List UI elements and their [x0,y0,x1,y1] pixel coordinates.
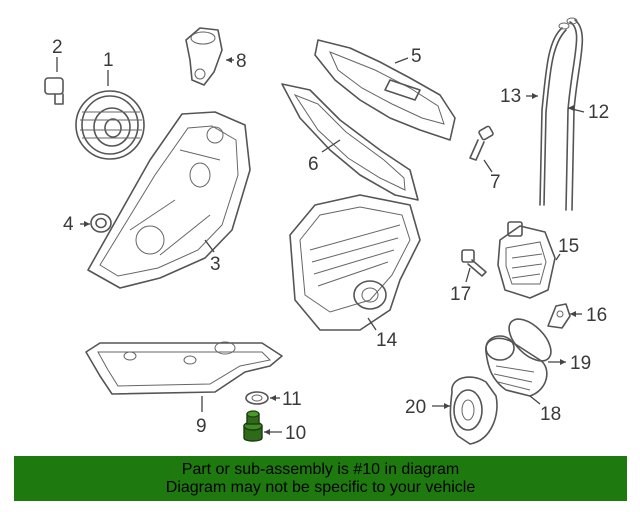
callout-2: 2 [52,37,63,58]
part-19-o-ring [508,318,552,362]
callout-20: 20 [405,397,426,418]
leader-arrowheads [84,57,576,435]
callout-17: 17 [450,284,471,305]
callout-labels: 1 2 3 4 5 6 7 8 9 10 11 12 13 14 15 16 1… [52,37,609,444]
callout-6: 6 [308,154,319,175]
callout-4: 4 [63,214,74,235]
callout-9: 9 [196,416,207,437]
parts-diagram: 1 2 3 4 5 6 7 8 9 10 11 12 13 14 15 16 1… [44,17,609,445]
info-banner: Part or sub-assembly is #10 in diagram D… [14,456,627,501]
callout-5: 5 [411,46,422,67]
callout-1: 1 [103,50,114,71]
callout-19: 19 [570,353,591,374]
part-16-clip [547,303,571,329]
part-12-dipstick [565,17,584,211]
part-6-cover [281,83,419,201]
callout-14: 14 [376,330,398,351]
callout-10[interactable]: 10 [285,423,306,444]
part-1-pulley [75,90,145,160]
part-4-seal [90,213,112,233]
part-8-sensor [185,27,223,86]
part-11-washer [245,391,269,405]
part-13-dipstick [539,22,570,206]
callout-8: 8 [236,51,247,72]
part-9-oil-pan [85,341,283,395]
callout-15: 15 [558,236,579,257]
part-3-timing-cover [87,111,251,289]
callout-18: 18 [540,404,561,425]
part-15-filter-housing [497,221,556,299]
banner-line-2: Diagram may not be specific to your vehi… [165,479,476,496]
callout-13: 13 [500,86,521,107]
callout-3: 3 [210,254,221,275]
callout-7: 7 [490,172,501,193]
part-20-filter-cap [449,376,498,445]
banner-line-1: Part or sub-assembly is #10 in diagram [181,461,460,478]
part-5-cover [314,39,456,141]
part-17-bolt [461,249,487,277]
callout-16: 16 [586,305,607,326]
part-2-bolt [44,77,64,105]
callout-11: 11 [282,389,302,410]
part-14-intake-manifold [289,194,421,331]
callout-12: 12 [588,102,609,123]
part-18-oil-filter [485,335,548,397]
part-10-drain-plug[interactable] [243,410,263,442]
part-7-bolt [469,125,494,161]
